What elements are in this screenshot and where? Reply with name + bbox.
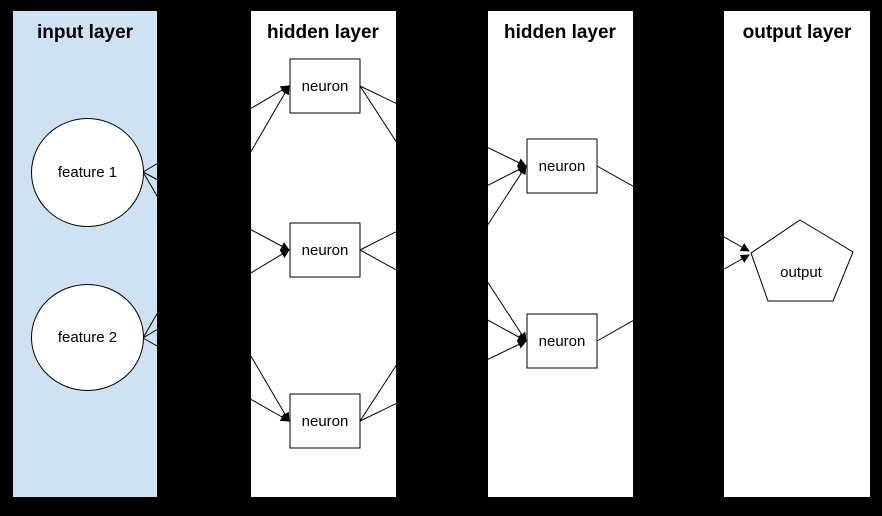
edge-hidden1-neuron-1-to-hidden2-neuron-1 — [359, 85, 527, 167]
hidden-layer-2-panel — [488, 11, 633, 497]
hidden2-neuron-2-rect — [526, 313, 598, 369]
edge-hidden1-neuron-3-to-hidden2-neuron-2 — [359, 340, 527, 422]
hidden-layer-1-title: hidden layer — [267, 22, 380, 43]
hidden2-neuron-1-rect — [526, 138, 598, 194]
hidden1-neuron-1-label: neuron — [302, 78, 349, 95]
edge-hidden1-neuron-1-to-hidden2-neuron-2 — [359, 85, 527, 342]
output-label: output — [780, 264, 823, 281]
edge-hidden1-neuron-2-to-hidden2-neuron-2 — [359, 249, 527, 342]
edge-feature-2-to-hidden1-neuron-1 — [142, 85, 290, 339]
hidden2-neuron-2-node: neuron — [526, 313, 598, 369]
feature-2-circle — [31, 284, 144, 391]
edge-hidden2-neuron-2-to-output — [596, 254, 750, 342]
hidden-layer-2-title: hidden layer — [504, 22, 617, 43]
hidden1-neuron-2-rect — [289, 222, 361, 278]
edges-group — [142, 85, 750, 422]
feature-2-node: feature 2 — [31, 284, 144, 391]
output-layer-title: output layer — [743, 22, 852, 43]
edge-feature-2-to-hidden1-neuron-3 — [142, 337, 290, 422]
hidden2-neuron-1-label: neuron — [539, 158, 586, 175]
edge-feature-1-to-hidden1-neuron-1 — [142, 85, 290, 173]
feature-1-circle — [31, 118, 144, 227]
hidden1-neuron-3-rect — [289, 393, 361, 449]
edge-hidden2-neuron-1-to-output — [596, 165, 750, 252]
hidden2-neuron-1-node: neuron — [526, 138, 598, 194]
input-layer-panel-group: input layer — [13, 11, 157, 497]
input-layer-panel — [13, 11, 157, 497]
feature-1-node: feature 1 — [31, 118, 144, 227]
edge-feature-2-to-hidden1-neuron-2 — [142, 249, 290, 339]
input-layer-title: input layer — [37, 22, 134, 43]
output-node: output — [750, 219, 854, 302]
hidden-layer-2-panel-group: hidden layer — [488, 11, 633, 497]
edge-feature-1-to-hidden1-neuron-3 — [142, 171, 290, 422]
output-pentagon — [750, 219, 854, 302]
hidden1-neuron-2-label: neuron — [302, 242, 349, 259]
edge-hidden1-neuron-3-to-hidden2-neuron-1 — [359, 165, 527, 422]
feature-2-label: feature 2 — [58, 329, 117, 346]
hidden1-neuron-3-node: neuron — [289, 393, 361, 449]
hidden1-neuron-1-node: neuron — [289, 58, 361, 114]
hidden1-neuron-2-node: neuron — [289, 222, 361, 278]
hidden1-neuron-3-label: neuron — [302, 413, 349, 430]
hidden2-neuron-2-label: neuron — [539, 333, 586, 350]
feature-1-label: feature 1 — [58, 164, 117, 181]
edge-feature-1-to-hidden1-neuron-2 — [142, 171, 290, 251]
edge-hidden1-neuron-2-to-hidden2-neuron-1 — [359, 165, 527, 251]
hidden1-neuron-1-rect — [289, 58, 361, 114]
